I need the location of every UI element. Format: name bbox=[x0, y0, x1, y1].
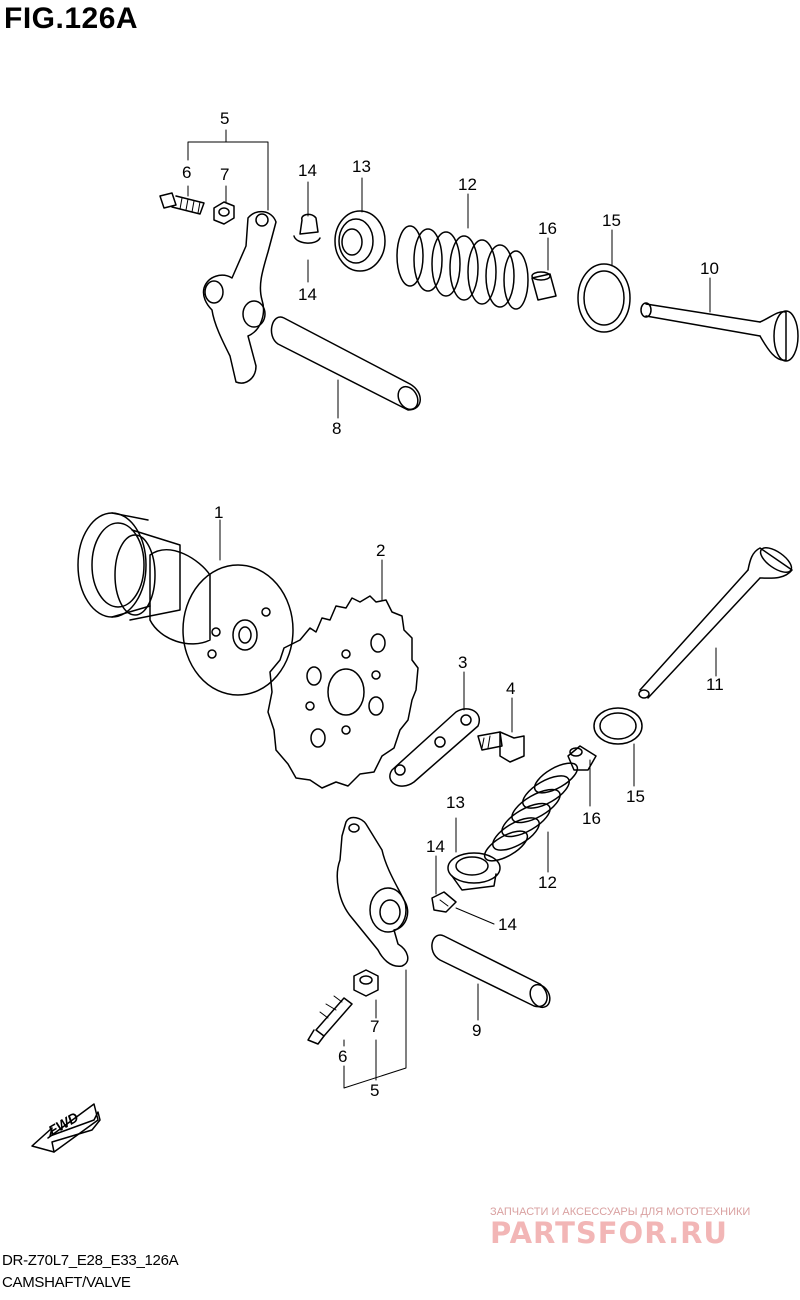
spring-seat-washer-bottom[interactable] bbox=[593, 707, 643, 745]
watermark-tagline: ЗАПЧАСТИ И АКСЕССУАРЫ ДЛЯ МОТОТЕХНИКИ bbox=[490, 1206, 751, 1218]
callout-9: 9 bbox=[472, 1021, 481, 1040]
spring-seat-washer-top[interactable] bbox=[577, 263, 631, 333]
figure-name: CAMSHAFT/VALVE bbox=[2, 1274, 131, 1291]
rocker-shaft-top[interactable] bbox=[270, 316, 421, 413]
exhaust-valve[interactable] bbox=[640, 302, 799, 362]
callout-14-top-b: 14 bbox=[298, 285, 317, 304]
leader-lines-bottom bbox=[219, 519, 717, 1089]
callout-2: 2 bbox=[376, 541, 385, 560]
callout-4: 4 bbox=[506, 679, 515, 698]
locknut-bottom[interactable] bbox=[353, 969, 379, 997]
intake-valve[interactable] bbox=[638, 543, 795, 699]
callout-5-bottom: 5 bbox=[370, 1081, 379, 1100]
valve-cotter-bottom[interactable] bbox=[431, 891, 457, 913]
callout-6-bottom: 6 bbox=[338, 1047, 347, 1066]
callout-7-top: 7 bbox=[220, 165, 229, 184]
callout-15-top: 15 bbox=[602, 211, 621, 230]
rocker-arm-bottom[interactable] bbox=[336, 816, 409, 967]
stem-seal-bottom[interactable] bbox=[567, 745, 597, 771]
callout-15-bottom: 15 bbox=[626, 787, 645, 806]
callout-1: 1 bbox=[214, 503, 223, 522]
valve-spring-bottom[interactable] bbox=[480, 757, 582, 866]
cam-sprocket[interactable] bbox=[267, 595, 419, 789]
callout-14-top-a: 14 bbox=[298, 161, 317, 180]
callout-7-bottom: 7 bbox=[370, 1017, 379, 1036]
callout-16-bottom: 16 bbox=[582, 809, 601, 828]
callout-14-bottom-b: 14 bbox=[498, 915, 517, 934]
rocker-arm-top[interactable] bbox=[202, 210, 277, 384]
callout-12-bottom: 12 bbox=[538, 873, 557, 892]
callout-13-bottom: 13 bbox=[446, 793, 465, 812]
callout-3: 3 bbox=[458, 653, 467, 672]
valve-cotter-top[interactable] bbox=[293, 213, 321, 244]
callout-13-top: 13 bbox=[352, 157, 371, 176]
rocker-shaft-bottom[interactable] bbox=[431, 934, 554, 1011]
adjust-screw-top[interactable] bbox=[159, 192, 205, 215]
callout-14-bottom-a: 14 bbox=[426, 837, 445, 856]
figure-title: FIG.126A bbox=[4, 2, 139, 35]
callouts: 5 6 7 14 14 13 12 16 15 10 8 1 2 3 4 11 … bbox=[182, 109, 724, 1100]
callout-12-top: 12 bbox=[458, 175, 477, 194]
sprocket-plate[interactable] bbox=[389, 708, 481, 787]
callout-10: 10 bbox=[700, 259, 719, 278]
stem-seal-top[interactable] bbox=[531, 271, 557, 301]
callout-6-top: 6 bbox=[182, 163, 191, 182]
spring-retainer-top[interactable] bbox=[334, 210, 386, 272]
spring-retainer-bottom[interactable] bbox=[447, 852, 501, 891]
adjust-screw-bottom[interactable] bbox=[307, 995, 353, 1045]
callout-11: 11 bbox=[706, 675, 724, 694]
callout-5-top: 5 bbox=[220, 109, 229, 128]
fwd-arrow: FWD bbox=[31, 1103, 101, 1153]
watermark-brand: PARTSFOR.RU bbox=[490, 1216, 728, 1250]
valve-spring-top[interactable] bbox=[396, 225, 529, 310]
locknut-top[interactable] bbox=[213, 201, 235, 225]
callout-16-top: 16 bbox=[538, 219, 557, 238]
callout-8: 8 bbox=[332, 419, 341, 438]
camshaft[interactable] bbox=[77, 512, 294, 696]
sprocket-bolt[interactable] bbox=[477, 731, 525, 763]
figure-code: DR-Z70L7_E28_E33_126A bbox=[2, 1252, 179, 1269]
leader-lines-top bbox=[187, 129, 711, 419]
